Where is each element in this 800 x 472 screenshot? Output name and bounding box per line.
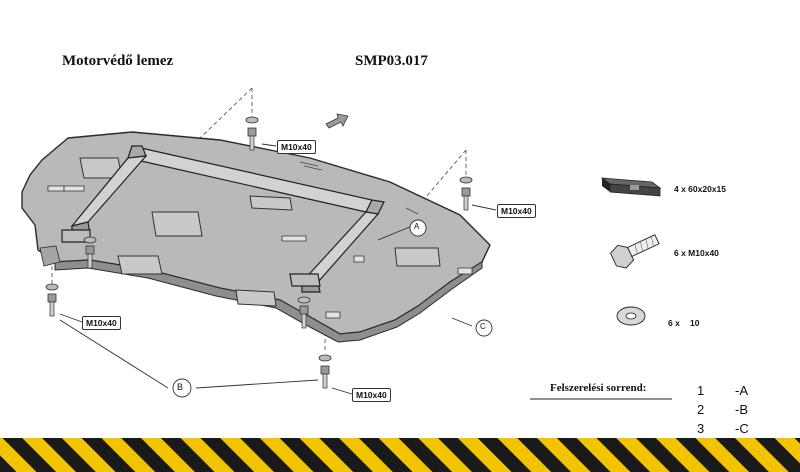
bolt-callout-left: M10x40	[82, 316, 121, 330]
leader-lines	[59, 143, 497, 395]
bolt-qty-label: 6 x M10x40	[674, 248, 719, 258]
sequence-step-3-number: 3	[697, 421, 705, 436]
mounting-frame	[61, 145, 385, 293]
skid-plate	[21, 131, 491, 343]
washer-icon	[616, 306, 646, 326]
spacer-block-icon	[600, 177, 662, 197]
bolt-icon-mid	[297, 296, 311, 329]
bolt-icon-right	[459, 176, 473, 211]
bolt-callout-top: M10x40	[277, 140, 316, 154]
washer-size-label: 10	[690, 318, 700, 328]
bolt-icon-top	[245, 116, 259, 151]
diagram-title: Motorvédő lemez	[62, 53, 174, 69]
bolt-icon-bottom	[318, 354, 332, 389]
direction-arrow-icon	[325, 113, 349, 129]
spacer-qty-label: 4 x 60x20x15	[674, 184, 726, 194]
bolt-icon-center	[83, 236, 97, 269]
marker-a-label: A	[414, 222, 420, 231]
sequence-step-1-number: 1	[697, 383, 705, 398]
hex-bolt-icon	[609, 234, 660, 269]
hazard-stripe	[0, 438, 800, 472]
sequence-title: Felszerelési sorrend:	[550, 382, 647, 394]
sequence-step-2-ref: -B	[735, 402, 748, 417]
marker-a-icon	[409, 219, 427, 237]
part-code: SMP03.017	[355, 53, 428, 69]
marker-b-label: B	[177, 382, 184, 392]
washer-qty-label: 6 x	[668, 318, 680, 328]
marker-c-label: C	[480, 322, 486, 331]
sequence-step-3-ref: -C	[735, 421, 749, 436]
sequence-step-2-number: 2	[697, 402, 705, 417]
sequence-step-1-ref: -A	[735, 383, 748, 398]
bolt-callout-right: M10x40	[497, 204, 536, 218]
marker-b-icon	[172, 378, 192, 398]
marker-c-icon	[475, 319, 493, 337]
bolt-callout-bottom: M10x40	[352, 388, 391, 402]
bolt-icon-left	[45, 283, 59, 317]
